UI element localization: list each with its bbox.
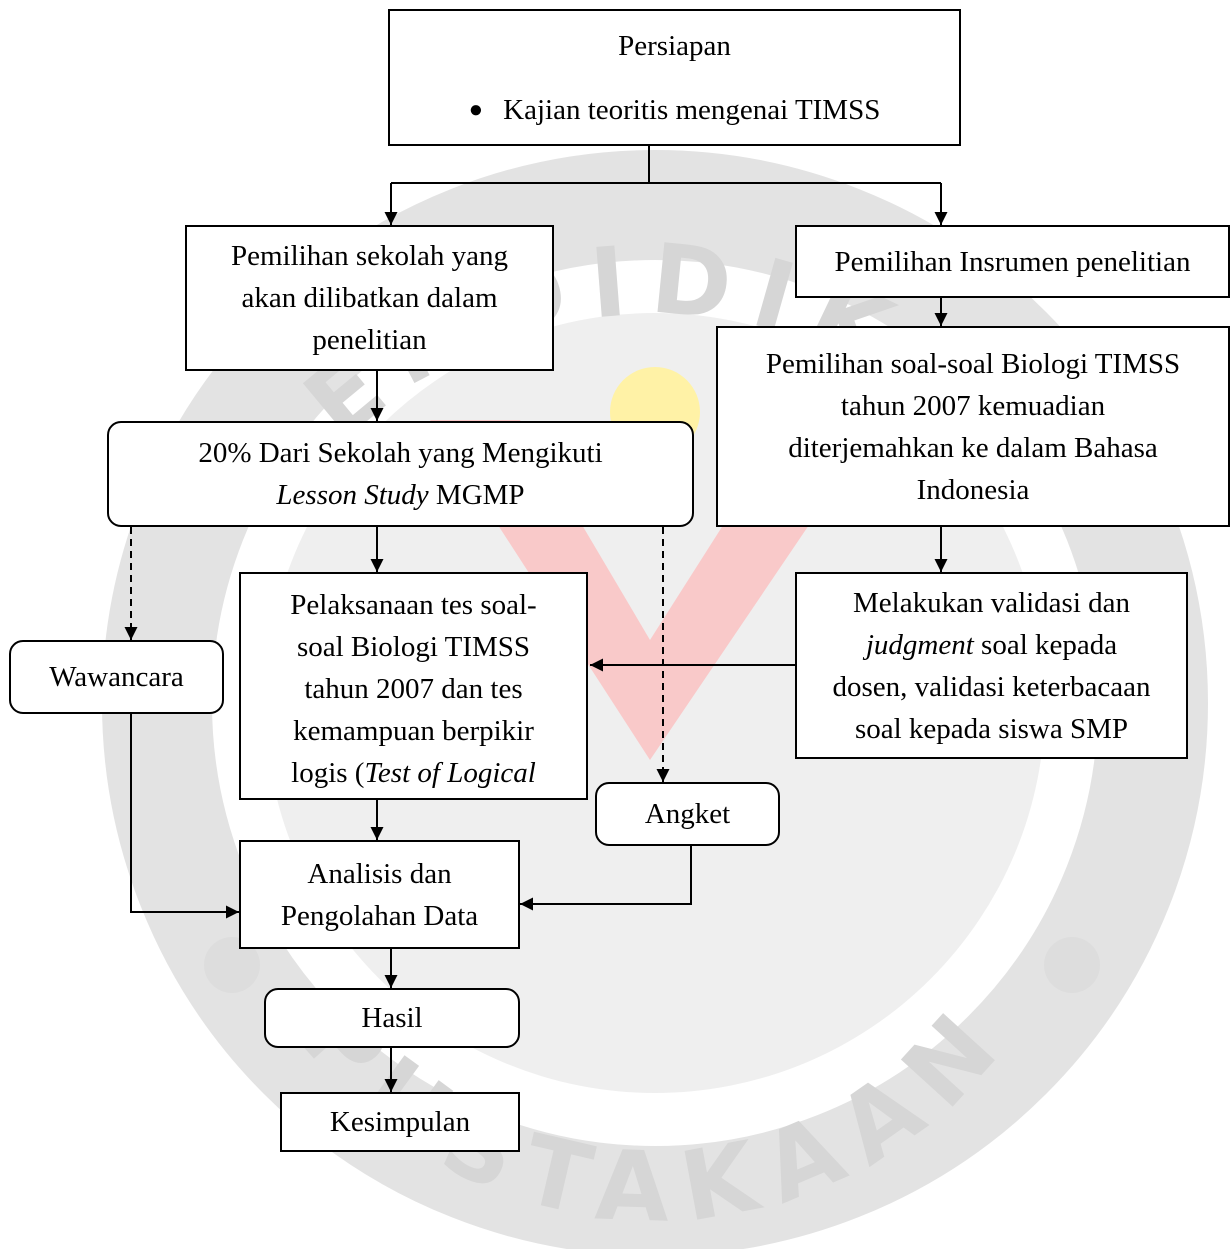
bullet-icon: ● xyxy=(468,97,484,123)
validasi-line-1: Melakukan validasi dan xyxy=(852,586,1131,619)
watermark-dot-left xyxy=(204,937,260,993)
analisis-box: Analisis dan Pengolahan Data xyxy=(239,840,520,949)
sekolah-lesson-line-1: 20% Dari Sekolah yang Mengikuti xyxy=(198,437,603,469)
pemilihan-soal-line-1: Pemilihan soal-soal Biologi TIMSS xyxy=(765,347,1181,380)
lesson-study-italic: Lesson Study xyxy=(276,479,429,511)
angket-box: Angket xyxy=(595,782,780,846)
pemilihan-soal-line-2: tahun 2007 kemuadian xyxy=(840,389,1106,422)
validasi-line-4: soal kepada siswa SMP xyxy=(854,712,1129,745)
sekolah-lesson-study-box: 20% Dari Sekolah yang Mengikuti Lesson S… xyxy=(107,421,694,527)
pemilihan-sekolah-box: Pemilihan sekolah yang akan dilibatkan d… xyxy=(185,225,554,371)
validasi-box: Melakukan validasi dan judgment soal kep… xyxy=(795,572,1188,759)
arrow-wawancara-to-analisis xyxy=(130,714,239,919)
pelaksanaan-logis-text: logis ( xyxy=(291,757,365,789)
pelaksanaan-line-2: soal Biologi TIMSS xyxy=(296,631,531,663)
pelaksanaan-line-4: kemampuan berpikir xyxy=(293,715,534,747)
pelaksanaan-line-5: logis (Test of Logical xyxy=(291,752,536,794)
analisis-line-1: Analisis dan xyxy=(307,857,452,890)
analisis-line-2: Pengolahan Data xyxy=(280,899,479,932)
pelaksanaan-box: Pelaksanaan tes soal- soal Biologi TIMSS… xyxy=(239,572,588,800)
pemilihan-sekolah-line-2: akan dilibatkan dalam xyxy=(241,282,498,314)
pelaksanaan-line-1: Pelaksanaan tes soal- xyxy=(290,589,537,621)
pemilihan-instrumen-text: Pemilihan Insrumen penelitian xyxy=(834,245,1191,278)
pemilihan-instrumen-box: Pemilihan Insrumen penelitian xyxy=(795,225,1230,298)
pemilihan-soal-box: Pemilihan soal-soal Biologi TIMSS tahun … xyxy=(716,326,1230,527)
wawancara-box: Wawancara xyxy=(9,640,224,714)
persiapan-title: Persiapan xyxy=(618,30,731,62)
persiapan-bullet-text: Kajian teoritis mengenai TIMSS xyxy=(503,94,881,126)
test-of-logical-italic: Test of Logical xyxy=(364,757,536,789)
pelaksanaan-line-3: tahun 2007 dan tes xyxy=(304,673,523,705)
judgment-italic: judgment xyxy=(865,628,974,661)
hasil-text: Hasil xyxy=(361,1002,423,1034)
persiapan-bullet-item: ● Kajian teoritis mengenai TIMSS xyxy=(469,89,881,131)
mgmp-text: MGMP xyxy=(428,479,525,511)
validasi-line-2: judgment soal kepada xyxy=(866,624,1117,666)
arrow-angket-to-analisis xyxy=(520,846,692,911)
pemilihan-soal-line-4: Indonesia xyxy=(916,473,1030,506)
sekolah-lesson-line-2: Lesson Study MGMP xyxy=(276,474,524,516)
persiapan-box: Persiapan ● Kajian teoritis mengenai TIM… xyxy=(388,9,961,146)
kesimpulan-box: Kesimpulan xyxy=(280,1092,520,1152)
validasi-line-2-rest: soal kepada xyxy=(973,628,1118,661)
pemilihan-sekolah-line-1: Pemilihan sekolah yang xyxy=(230,240,509,272)
validasi-line-3: dosen, validasi keterbacaan xyxy=(832,670,1151,703)
pemilihan-soal-line-3: diterjemahkan ke dalam Bahasa xyxy=(788,431,1158,464)
pemilihan-sekolah-line-3: penelitian xyxy=(312,324,427,356)
kesimpulan-text: Kesimpulan xyxy=(329,1106,471,1138)
hasil-box: Hasil xyxy=(264,988,520,1048)
watermark-dot-right xyxy=(1044,937,1100,993)
wawancara-text: Wawancara xyxy=(49,661,184,693)
angket-text: Angket xyxy=(644,798,731,830)
